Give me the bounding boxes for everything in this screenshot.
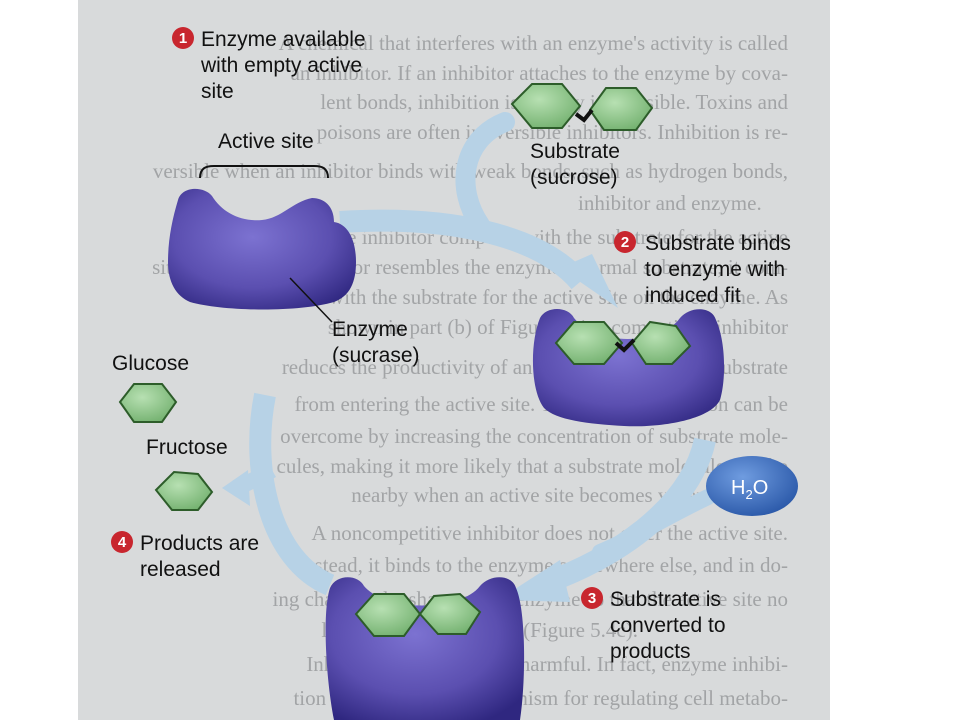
step-2-text-line2: to enzyme with: [645, 258, 785, 281]
bg-line: petes with the substrate for the active …: [281, 285, 788, 309]
substrate-label-line1: Substrate: [530, 140, 620, 163]
step-1-text-line3: site: [201, 80, 234, 103]
enzyme-empty: [168, 188, 356, 310]
converted-products: [354, 592, 482, 637]
enzyme-label-line1: Enzyme: [332, 318, 408, 341]
arrow-step3-to-step4: [249, 392, 335, 596]
enzyme-with-products: [325, 577, 525, 720]
substrate-entry-arrow: [455, 112, 515, 235]
step-4-text-line1: Products are: [140, 532, 259, 555]
bound-glucose-ring: [554, 321, 624, 365]
enzyme-pointer-line: [289, 277, 333, 323]
step-1-badge: 1: [172, 27, 194, 49]
step-2-text-line1: Substrate binds: [645, 232, 791, 255]
active-site-bracket: [199, 165, 329, 179]
sucrose-glycosidic-bond: [574, 108, 594, 123]
step-3-badge: 3: [581, 587, 603, 609]
bg-line: A noncompetitive inhibitor does not ente…: [312, 521, 788, 545]
svg-text:3: 3: [588, 590, 596, 607]
glucose-label: Glucose: [112, 352, 189, 375]
sucrose-fructose-ring: [588, 87, 654, 131]
step-2-badge: 2: [614, 231, 636, 253]
product-fructose-ring: [418, 592, 482, 635]
step-1-text-line2: with empty active: [200, 54, 362, 77]
svg-text:4: 4: [118, 534, 127, 551]
step-3-text-line1: Substrate is: [610, 588, 721, 611]
water-molecule: H2O: [706, 456, 798, 516]
sucrose-glucose-ring: [510, 83, 582, 129]
free-substrate-sucrose: [510, 83, 654, 131]
enzyme-label-line2: (sucrase): [332, 344, 420, 367]
released-glucose: [118, 383, 178, 423]
bound-glycosidic-bond: [614, 338, 636, 353]
step-3-text-line2: converted to: [610, 614, 726, 637]
svg-text:1: 1: [179, 30, 187, 47]
bound-fructose-ring: [630, 320, 692, 365]
substrate-label-line2: (sucrose): [530, 166, 618, 189]
step-2-text-line3: induced fit: [645, 284, 741, 307]
step-4-text-line2: released: [140, 558, 221, 581]
active-site-label: Active site: [218, 130, 314, 153]
bg-line: inhibitor and enzyme.: [578, 191, 762, 215]
water-label: H2O: [731, 477, 768, 502]
bg-line: A chemical that interferes with an enzym…: [279, 31, 789, 55]
water-entry-arrow: [592, 489, 716, 560]
released-fructose: [154, 470, 214, 511]
bg-line: an inhibitor. If an inhibitor attaches t…: [291, 61, 788, 85]
step-3-text-line3: products: [610, 640, 691, 663]
arrow-step1-to-step2: [339, 209, 618, 308]
enzyme-with-substrate: [532, 309, 725, 427]
arrow-release-products: [222, 463, 276, 506]
fructose-label: Fructose: [146, 436, 228, 459]
bound-substrate: [554, 320, 692, 365]
step-1-text-line1: Enzyme available: [201, 28, 366, 51]
step-4-badge: 4: [111, 531, 133, 553]
svg-text:2: 2: [621, 234, 629, 251]
